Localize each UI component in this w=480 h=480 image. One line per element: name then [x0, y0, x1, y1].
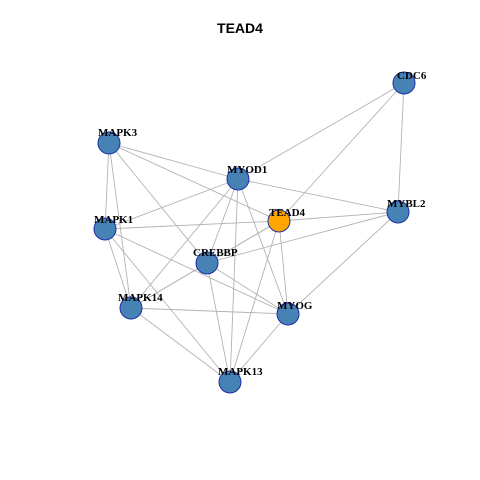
- edge-myod1-myog: [237, 178, 289, 315]
- edge-myog-mapk13: [229, 313, 289, 383]
- node-cdc6[interactable]: CDC6: [392, 70, 427, 95]
- edge-crebbp-myog: [206, 262, 289, 315]
- edge-tead4-mapk1: [104, 220, 280, 230]
- edge-myod1-mapk14: [130, 178, 239, 309]
- node-label-mapk14: MAPK14: [118, 292, 163, 304]
- edge-cdc6-mybl2: [397, 82, 405, 213]
- node-label-tead4: TEAD4: [269, 207, 306, 219]
- node-circle-mapk3[interactable]: [97, 131, 121, 155]
- node-circle-cdc6[interactable]: [392, 71, 416, 95]
- node-circle-mapk1[interactable]: [93, 217, 117, 241]
- node-label-crebbp: CREBBP: [193, 247, 238, 259]
- node-label-mapk3: MAPK3: [98, 127, 138, 139]
- node-label-mapk13: MAPK13: [218, 366, 263, 378]
- edge-myod1-mybl2: [237, 178, 399, 213]
- node-myog[interactable]: MYOG: [276, 300, 313, 326]
- edges-layer: [104, 82, 405, 383]
- node-circle-tead4[interactable]: [267, 209, 291, 233]
- edge-mapk3-crebbp: [108, 142, 208, 264]
- edge-mapk3-myod1: [108, 142, 239, 180]
- node-mapk14[interactable]: MAPK14: [118, 292, 163, 320]
- edge-tead4-mapk13: [229, 220, 280, 383]
- node-crebbp[interactable]: CREBBP: [193, 247, 238, 275]
- node-circle-mybl2[interactable]: [386, 200, 410, 224]
- edge-mybl2-myog: [287, 211, 399, 315]
- node-mapk13[interactable]: MAPK13: [218, 366, 263, 394]
- node-label-mybl2: MYBL2: [387, 198, 426, 210]
- edge-cdc6-tead4: [278, 82, 405, 222]
- edge-mapk3-mapk1: [104, 142, 110, 230]
- edge-tead4-mybl2: [278, 211, 399, 222]
- edge-mapk14-mapk13: [130, 307, 231, 383]
- node-circle-crebbp[interactable]: [195, 251, 219, 275]
- edge-mapk1-mapk14: [104, 228, 132, 309]
- node-circle-myod1[interactable]: [226, 167, 250, 191]
- edge-mapk3-tead4: [108, 142, 280, 222]
- edge-cdc6-myod1: [237, 82, 405, 180]
- node-label-myod1: MYOD1: [227, 164, 267, 176]
- edge-tead4-myog: [278, 220, 289, 315]
- node-circle-mapk14[interactable]: [119, 296, 143, 320]
- edge-mapk1-mapk13: [104, 228, 231, 383]
- edge-myod1-mapk1: [104, 178, 239, 230]
- edge-mapk1-myog: [104, 228, 289, 315]
- edge-crebbp-mapk14: [130, 262, 208, 309]
- edge-mapk3-mapk14: [108, 142, 132, 309]
- edge-crebbp-mapk13: [206, 262, 231, 383]
- node-myod1[interactable]: MYOD1: [226, 164, 267, 191]
- node-label-cdc6: CDC6: [397, 70, 427, 82]
- node-label-myog: MYOG: [277, 300, 313, 312]
- node-circle-mapk13[interactable]: [218, 370, 242, 394]
- edge-mybl2-crebbp: [206, 211, 399, 264]
- node-circle-myog[interactable]: [276, 302, 300, 326]
- node-mapk1[interactable]: MAPK1: [93, 214, 133, 241]
- node-tead4[interactable]: TEAD4: [267, 207, 306, 233]
- node-mapk3[interactable]: MAPK3: [97, 127, 138, 155]
- node-mybl2[interactable]: MYBL2: [386, 198, 426, 224]
- node-label-mapk1: MAPK1: [94, 214, 133, 226]
- edge-mapk14-myog: [130, 307, 289, 315]
- edge-myod1-crebbp: [206, 178, 239, 264]
- graph-title: TEAD4: [217, 20, 263, 36]
